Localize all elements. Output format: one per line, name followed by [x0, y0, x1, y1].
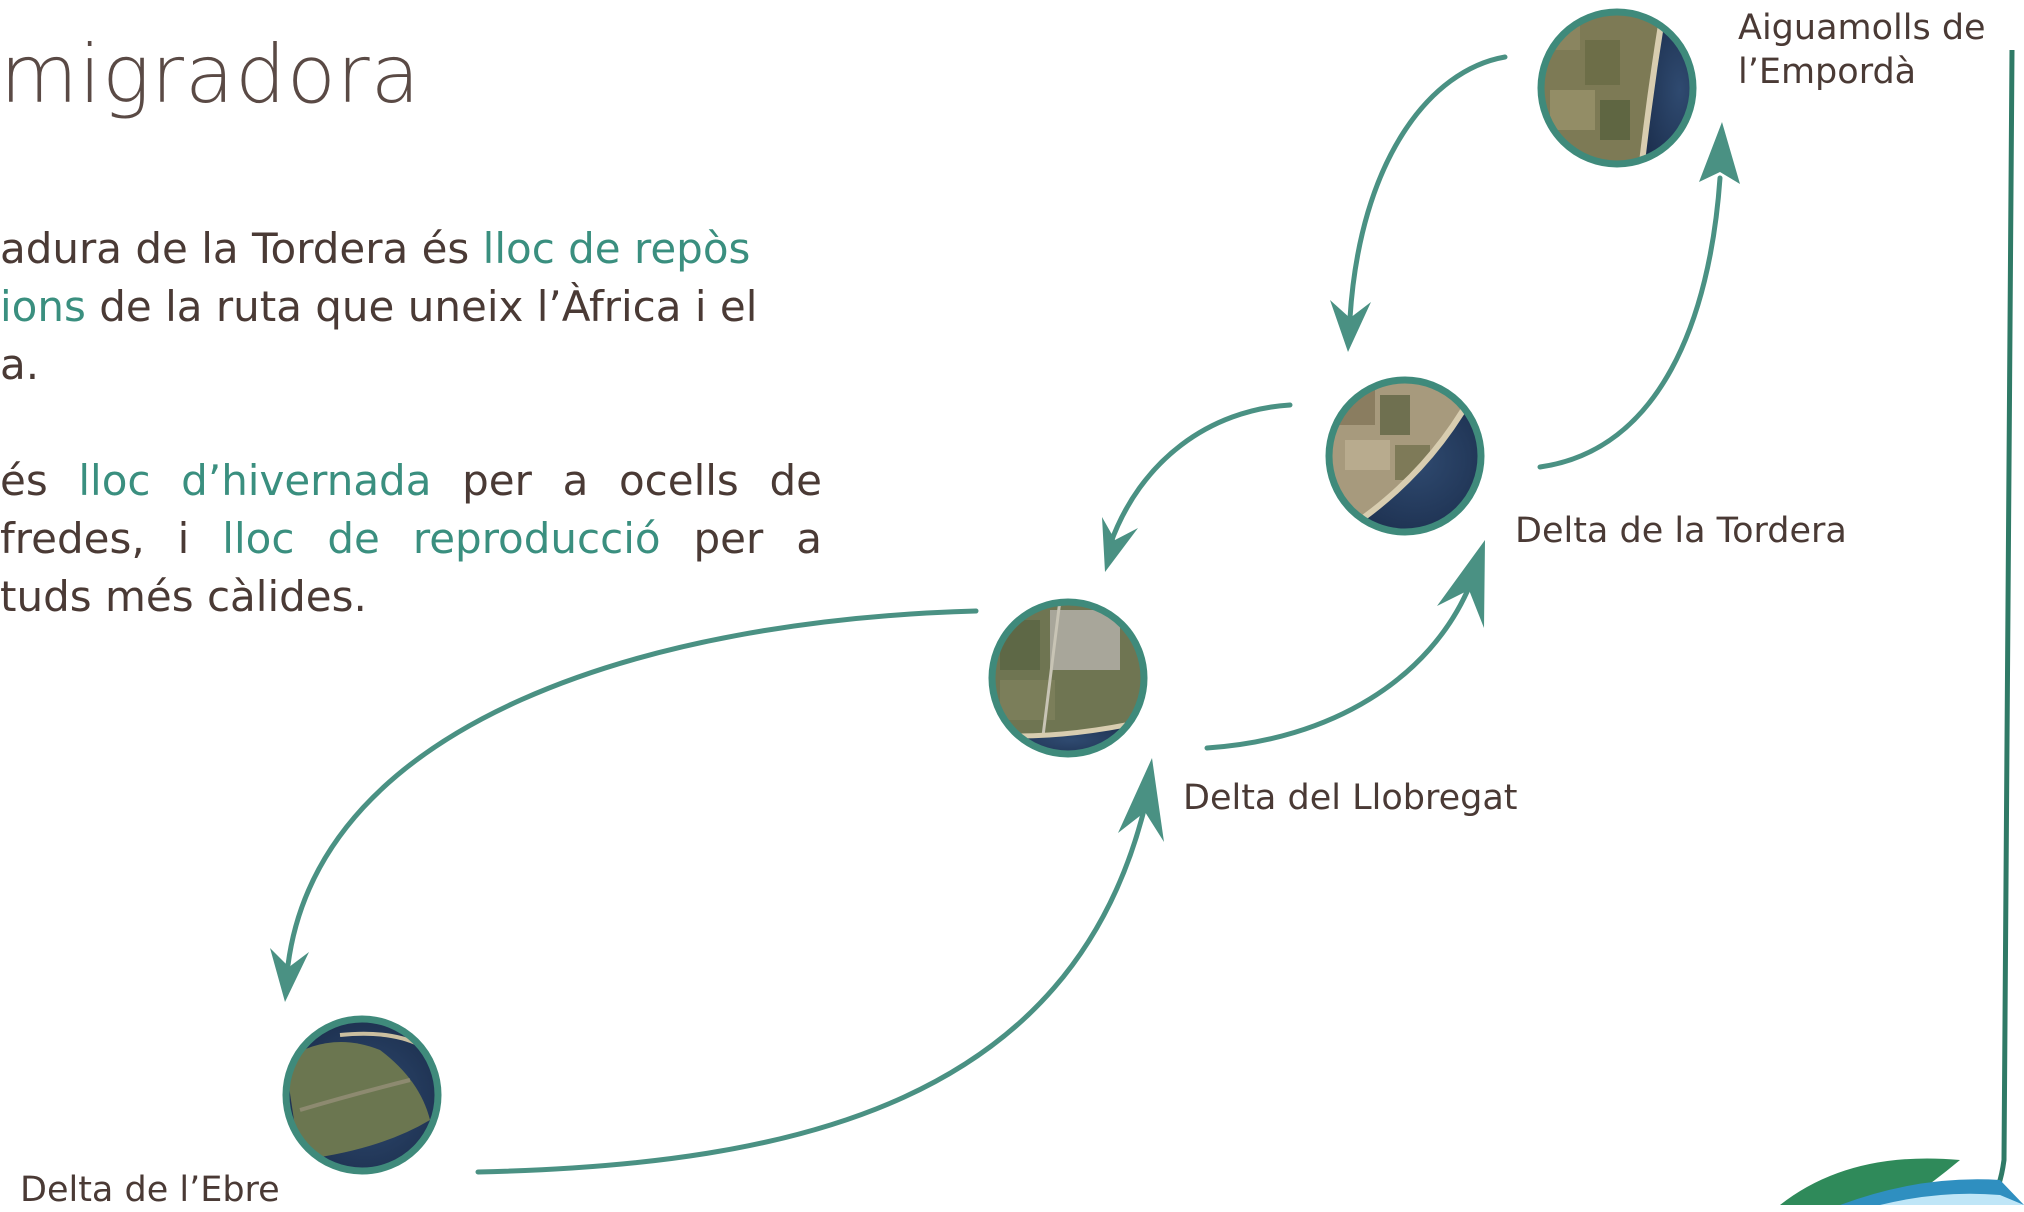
body-text: per a ocells de	[431, 456, 822, 505]
arrow-emporda-to-tordera	[1347, 54, 1508, 321]
body-text: a.	[0, 340, 40, 389]
arrow-llobregat-to-ebre	[285, 608, 979, 968]
paragraph-line: fredes, i lloc de reproducció per a	[0, 510, 822, 568]
ebre-aerial-photo	[282, 1015, 442, 1175]
tordera-aerial-photo	[1325, 376, 1485, 536]
arrowhead-llobregat-from-ebre	[1118, 758, 1164, 842]
arrowhead-llobregat-in	[1102, 517, 1138, 572]
body-text: per a	[660, 514, 822, 563]
emporda-aerial-photo	[1537, 8, 1697, 168]
arrowhead-ebre-in	[270, 948, 309, 1002]
label-ebre: Delta de l’Ebre	[20, 1170, 280, 1210]
paragraph-wintering: és lloc d’hivernada per a ocells de fred…	[0, 452, 822, 626]
body-text: adura de la Tordera és	[0, 224, 483, 273]
paragraph-line: tuds més càlides.	[0, 568, 822, 626]
paragraph-line: és lloc d’hivernada per a ocells de	[0, 452, 822, 510]
arrowhead-tordera-in	[1330, 300, 1371, 352]
body-text: fredes, i	[0, 514, 223, 563]
body-text: és	[0, 456, 79, 505]
highlight-text: lloc de reproducció	[222, 514, 661, 563]
paragraph-line: a.	[0, 336, 822, 394]
arrow-ebre-to-llobregat	[475, 807, 1147, 1175]
label-llobregat: Delta del Llobregat	[1183, 778, 1518, 818]
arrow-tordera-to-emporda	[1537, 175, 1723, 470]
label-emporda-line1: Aiguamolls de	[1738, 8, 1986, 48]
llobregat-aerial-photo	[988, 598, 1148, 758]
highlight-text: lloc de repòs	[482, 224, 751, 273]
arrowhead-tordera-from-llobregat	[1437, 540, 1485, 628]
arrowhead-emporda-in	[1699, 122, 1740, 184]
arrow-llobregat-to-tordera	[1204, 582, 1473, 751]
label-emporda-line2: l’Empordà	[1738, 52, 1917, 92]
paragraph-line: ions de la ruta que uneix l’Àfrica i el	[0, 278, 822, 336]
label-tordera: Delta de la Tordera	[1515, 511, 1847, 551]
highlight-text: lloc d’hivernada	[78, 456, 432, 505]
right-edge-decoration	[1780, 49, 2024, 1205]
body-text: tuds més càlides.	[0, 572, 367, 621]
arrow-tordera-to-llobregat	[1107, 402, 1293, 548]
label-emporda: Aiguamolls de l’Empordà	[1738, 6, 1986, 94]
highlight-text: ions	[0, 282, 86, 331]
paragraph-line: adura de la Tordera és lloc de repòs	[0, 220, 822, 278]
page-title: migradora	[0, 28, 421, 121]
body-text: de la ruta que uneix l’Àfrica i el	[85, 282, 758, 331]
